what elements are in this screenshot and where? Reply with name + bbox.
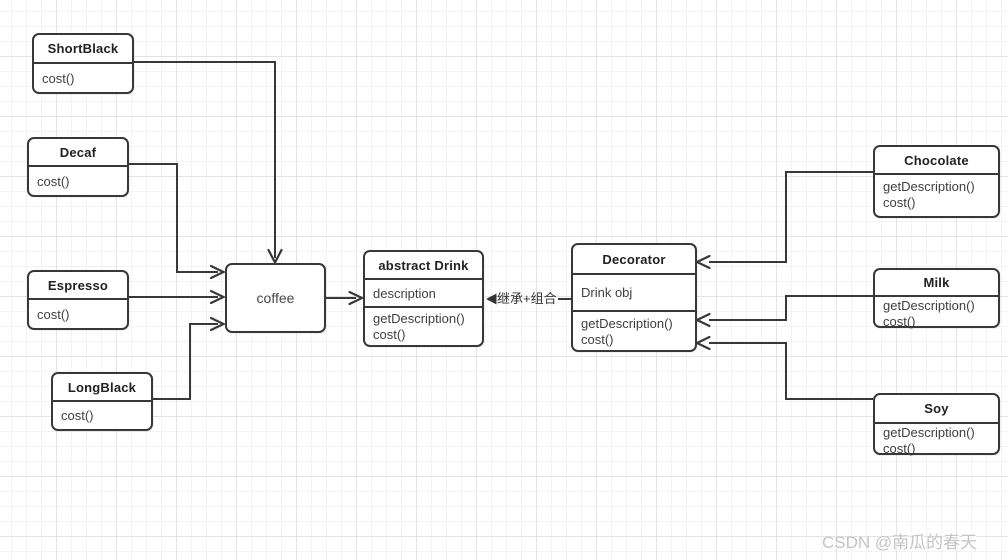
inheritance-triangle-icon — [486, 293, 497, 305]
class-title: ShortBlack — [47, 41, 119, 56]
method-label: cost() — [42, 70, 75, 86]
arrowhead-left-icon — [694, 312, 711, 328]
class-title: Decorator — [602, 251, 666, 267]
class-title: Espresso — [47, 277, 109, 293]
method-label: cost() — [373, 327, 406, 342]
class-attributes: Drink obj — [573, 273, 695, 310]
edge-milk-decorator — [709, 295, 873, 321]
arrowhead-right-icon — [209, 264, 227, 280]
attribute-label: description — [373, 285, 436, 301]
class-box-soy: Soy getDescription() cost() — [873, 393, 1000, 456]
method-label: getDescription() — [883, 298, 975, 313]
class-methods: getDescription() cost() — [875, 173, 998, 216]
edge-shortblack-coffee — [134, 61, 276, 258]
arrowhead-right-icon — [209, 316, 227, 332]
class-methods: getDescription() cost() — [573, 310, 695, 350]
class-box-espresso: Espresso cost() — [27, 270, 129, 330]
method-label: getDescription() — [883, 425, 975, 440]
method-label: cost() — [581, 332, 614, 347]
edge-chocolate-decorator — [709, 171, 873, 263]
class-attributes: description — [365, 278, 482, 306]
class-title: Decaf — [59, 144, 97, 160]
method-label: getDescription() — [373, 311, 465, 326]
method-label: cost() — [37, 306, 70, 322]
class-box-milk: Milk getDescription() cost() — [873, 268, 1000, 329]
class-box-coffee: coffee — [225, 263, 326, 333]
class-methods: getDescription() cost() — [365, 306, 482, 345]
class-box-chocolate: Chocolate getDescription() cost() — [873, 145, 1000, 218]
class-box-longblack: LongBlack cost() — [51, 372, 153, 431]
class-title: abstract Drink — [378, 257, 469, 273]
method-label: getDescription() — [883, 179, 975, 194]
class-title: Soy — [924, 401, 949, 416]
arrowhead-down-icon — [267, 248, 283, 265]
class-methods: cost() — [29, 298, 127, 328]
method-label: cost() — [883, 195, 916, 210]
edge-longblack-coffee — [153, 323, 218, 400]
class-title: Milk — [923, 275, 950, 290]
class-methods: cost() — [53, 400, 151, 429]
method-label: cost() — [883, 441, 916, 456]
edge-decaf-coffee — [129, 163, 218, 273]
class-box-decaf: Decaf cost() — [27, 137, 129, 197]
class-title: coffee — [256, 290, 295, 306]
class-box-abstract-drink: abstract Drink description getDescriptio… — [363, 250, 484, 347]
class-box-decorator: Decorator Drink obj getDescription() cos… — [571, 243, 697, 352]
class-methods: getDescription() cost() — [875, 422, 998, 459]
edge-soy-decorator — [709, 342, 873, 400]
attribute-label: Drink obj — [581, 285, 633, 300]
class-title: Chocolate — [904, 152, 969, 168]
arrowhead-right-icon — [209, 289, 227, 305]
method-label: cost() — [61, 408, 94, 423]
arrowhead-left-icon — [694, 254, 711, 270]
arrowhead-right-icon — [348, 290, 365, 306]
edge-label-inheritance-composition: 继承+组合 — [497, 291, 557, 306]
class-methods: getDescription() cost() — [875, 295, 998, 332]
class-methods: cost() — [29, 165, 127, 195]
method-label: getDescription() — [581, 316, 673, 331]
method-label: cost() — [37, 173, 70, 189]
class-methods: cost() — [34, 62, 132, 92]
watermark-text: CSDN @南瓜的春天 — [822, 533, 978, 552]
class-box-shortblack: ShortBlack cost() — [32, 33, 134, 94]
class-title: LongBlack — [67, 379, 137, 395]
arrowhead-left-icon — [694, 335, 711, 351]
method-label: cost() — [883, 314, 916, 329]
